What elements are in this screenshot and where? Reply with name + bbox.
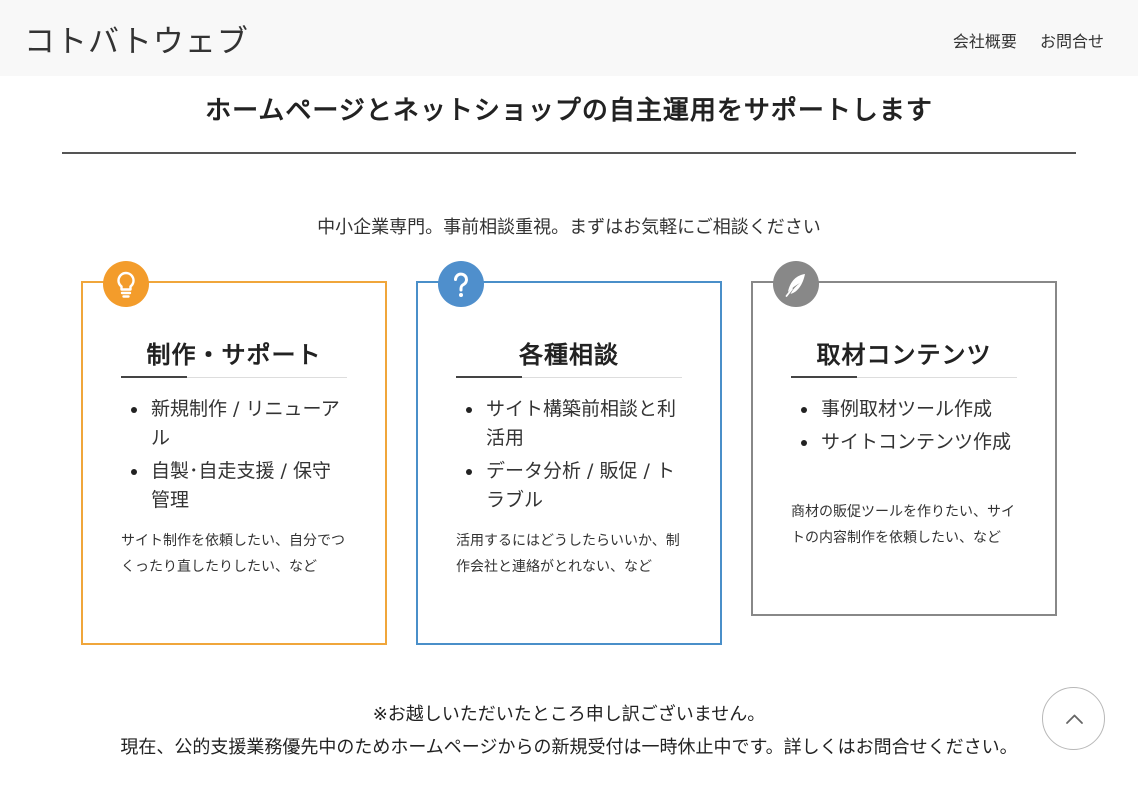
main-nav: 会社概要 お問合せ bbox=[935, 28, 1104, 52]
hero-divider bbox=[62, 152, 1076, 154]
list-item: サイト構築前相談と利活用 bbox=[456, 395, 680, 453]
feather-icon bbox=[773, 261, 819, 307]
site-header: コトバトウェブ 会社概要 お問合せ bbox=[0, 0, 1138, 76]
card-item-list: 新規制作 / リニューアル 自製･自走支援 / 保守管理 bbox=[121, 395, 345, 519]
list-item: 事例取材ツール作成 bbox=[791, 395, 1015, 424]
nav-link-company[interactable]: 会社概要 bbox=[952, 32, 1017, 51]
card-title: 取材コンテンツ bbox=[816, 341, 992, 369]
notice-text: ※お越しいただいたところ申し訳ございません。 現在、公的支援業務優先中のためホー… bbox=[72, 698, 1066, 764]
hero-lead: 中小企業専門。事前相談重視。まずはお気軽にご相談ください bbox=[317, 217, 821, 238]
card-description: サイト制作を依頼したい、自分でつくったり直したりしたい、など bbox=[121, 533, 345, 575]
list-item: サイトコンテンツ作成 bbox=[791, 428, 1015, 457]
notice-line-status: 現在、公的支援業務優先中のためホームページからの新規受付は一時休止中です。詳しく… bbox=[120, 737, 1018, 758]
lightbulb-icon bbox=[103, 261, 149, 307]
card-title: 制作・サポート bbox=[146, 341, 322, 369]
card-title: 各種相談 bbox=[519, 341, 619, 369]
question-icon bbox=[438, 261, 484, 307]
site-logo[interactable]: コトバトウェブ bbox=[24, 24, 249, 60]
card-divider bbox=[456, 377, 682, 378]
hero-title: ホームページとネットショップの自主運用をサポートします bbox=[205, 96, 933, 126]
service-card-production: 制作・サポート 新規制作 / リニューアル 自製･自走支援 / 保守管理 サイト… bbox=[81, 261, 387, 645]
card-description: 商材の販促ツールを作りたい、サイトの内容制作を依頼したい、など bbox=[791, 504, 1015, 546]
nav-link-contact[interactable]: お問合せ bbox=[1039, 32, 1104, 51]
card-divider-accent bbox=[791, 376, 857, 378]
service-card-consulting: 各種相談 サイト構築前相談と利活用 データ分析 / 販促 / トラブル 活用する… bbox=[416, 261, 722, 645]
chevron-up-icon bbox=[1066, 714, 1083, 724]
list-item: 自製･自走支援 / 保守管理 bbox=[121, 457, 345, 515]
scroll-to-top-button[interactable] bbox=[1042, 687, 1105, 750]
card-description: 活用するにはどうしたらいいか、制作会社と連絡がとれない、など bbox=[456, 533, 680, 575]
card-divider bbox=[791, 377, 1017, 378]
card-item-list: 事例取材ツール作成 サイトコンテンツ作成 bbox=[791, 395, 1015, 461]
notice-line-apology: ※お越しいただいたところ申し訳ございません。 bbox=[372, 704, 766, 725]
service-card-content: 取材コンテンツ 事例取材ツール作成 サイトコンテンツ作成 商材の販促ツールを作り… bbox=[751, 261, 1057, 616]
list-item: データ分析 / 販促 / トラブル bbox=[456, 457, 680, 515]
list-item: 新規制作 / リニューアル bbox=[121, 395, 345, 453]
card-divider bbox=[121, 377, 347, 378]
card-divider-accent bbox=[121, 376, 187, 378]
card-item-list: サイト構築前相談と利活用 データ分析 / 販促 / トラブル bbox=[456, 395, 680, 519]
card-divider-accent bbox=[456, 376, 522, 378]
